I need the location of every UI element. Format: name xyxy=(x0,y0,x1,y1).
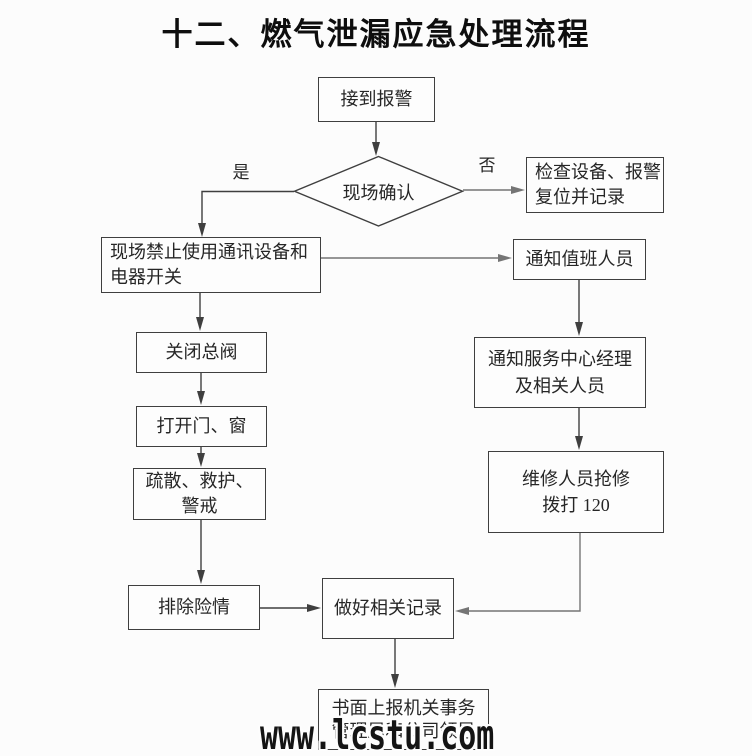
branch-label-yes: 是 xyxy=(232,163,250,182)
node-make-records: 做好相关记录 xyxy=(322,578,454,639)
node-notify-manager: 通知服务中心经理 及相关人员 xyxy=(474,337,646,408)
node-close-valve: 关闭总阀 xyxy=(136,332,267,373)
arrowhead-nocomm-to-duty xyxy=(498,254,512,262)
arrowhead-records-to-report xyxy=(391,674,399,688)
edge-confirm-yes xyxy=(201,190,294,224)
arrowhead-confirm-yes xyxy=(198,223,206,237)
arrowhead-repair-to-records xyxy=(455,607,469,615)
arrowhead-manager-to-repair xyxy=(575,436,583,450)
arrowhead-eliminate-to-records xyxy=(307,604,321,612)
node-report: 书面上报机关事务 管理局和公司领导 xyxy=(318,689,489,750)
node-site-confirm-shape xyxy=(292,155,465,227)
node-no-comm-devices: 现场禁止使用通讯设备和 电器开关 xyxy=(101,237,321,293)
node-evacuate: 疏散、救护、 警戒 xyxy=(133,468,266,520)
arrowhead-valve-to-doors xyxy=(197,391,205,405)
arrowhead-nocomm-to-valve xyxy=(196,317,204,331)
node-notify-duty: 通知值班人员 xyxy=(513,239,646,280)
edge-repair-to-records xyxy=(468,533,581,612)
node-eliminate-danger: 排除险情 xyxy=(128,585,260,630)
node-site-confirm-label: 现场确认 xyxy=(342,183,415,203)
node-open-doors: 打开门、窗 xyxy=(136,406,267,447)
arrowhead-doors-to-evacuate xyxy=(197,453,205,467)
branch-label-no: 否 xyxy=(478,156,496,175)
page-title: 十二、燃气泄漏应急处理流程 xyxy=(161,17,591,52)
node-repair: 维修人员抢修 拨打 120 xyxy=(488,451,664,533)
node-check-equipment: 检查设备、报警 复位并记录 xyxy=(526,157,664,213)
arrowhead-alarm-to-confirm xyxy=(372,142,380,156)
arrowhead-evacuate-to-eliminate xyxy=(197,570,205,584)
arrowhead-confirm-no xyxy=(511,186,525,194)
arrowhead-duty-to-manager xyxy=(575,322,583,336)
watermark-text: www.lcstu.com xyxy=(260,711,495,756)
node-receive-alarm: 接到报警 xyxy=(318,77,435,122)
